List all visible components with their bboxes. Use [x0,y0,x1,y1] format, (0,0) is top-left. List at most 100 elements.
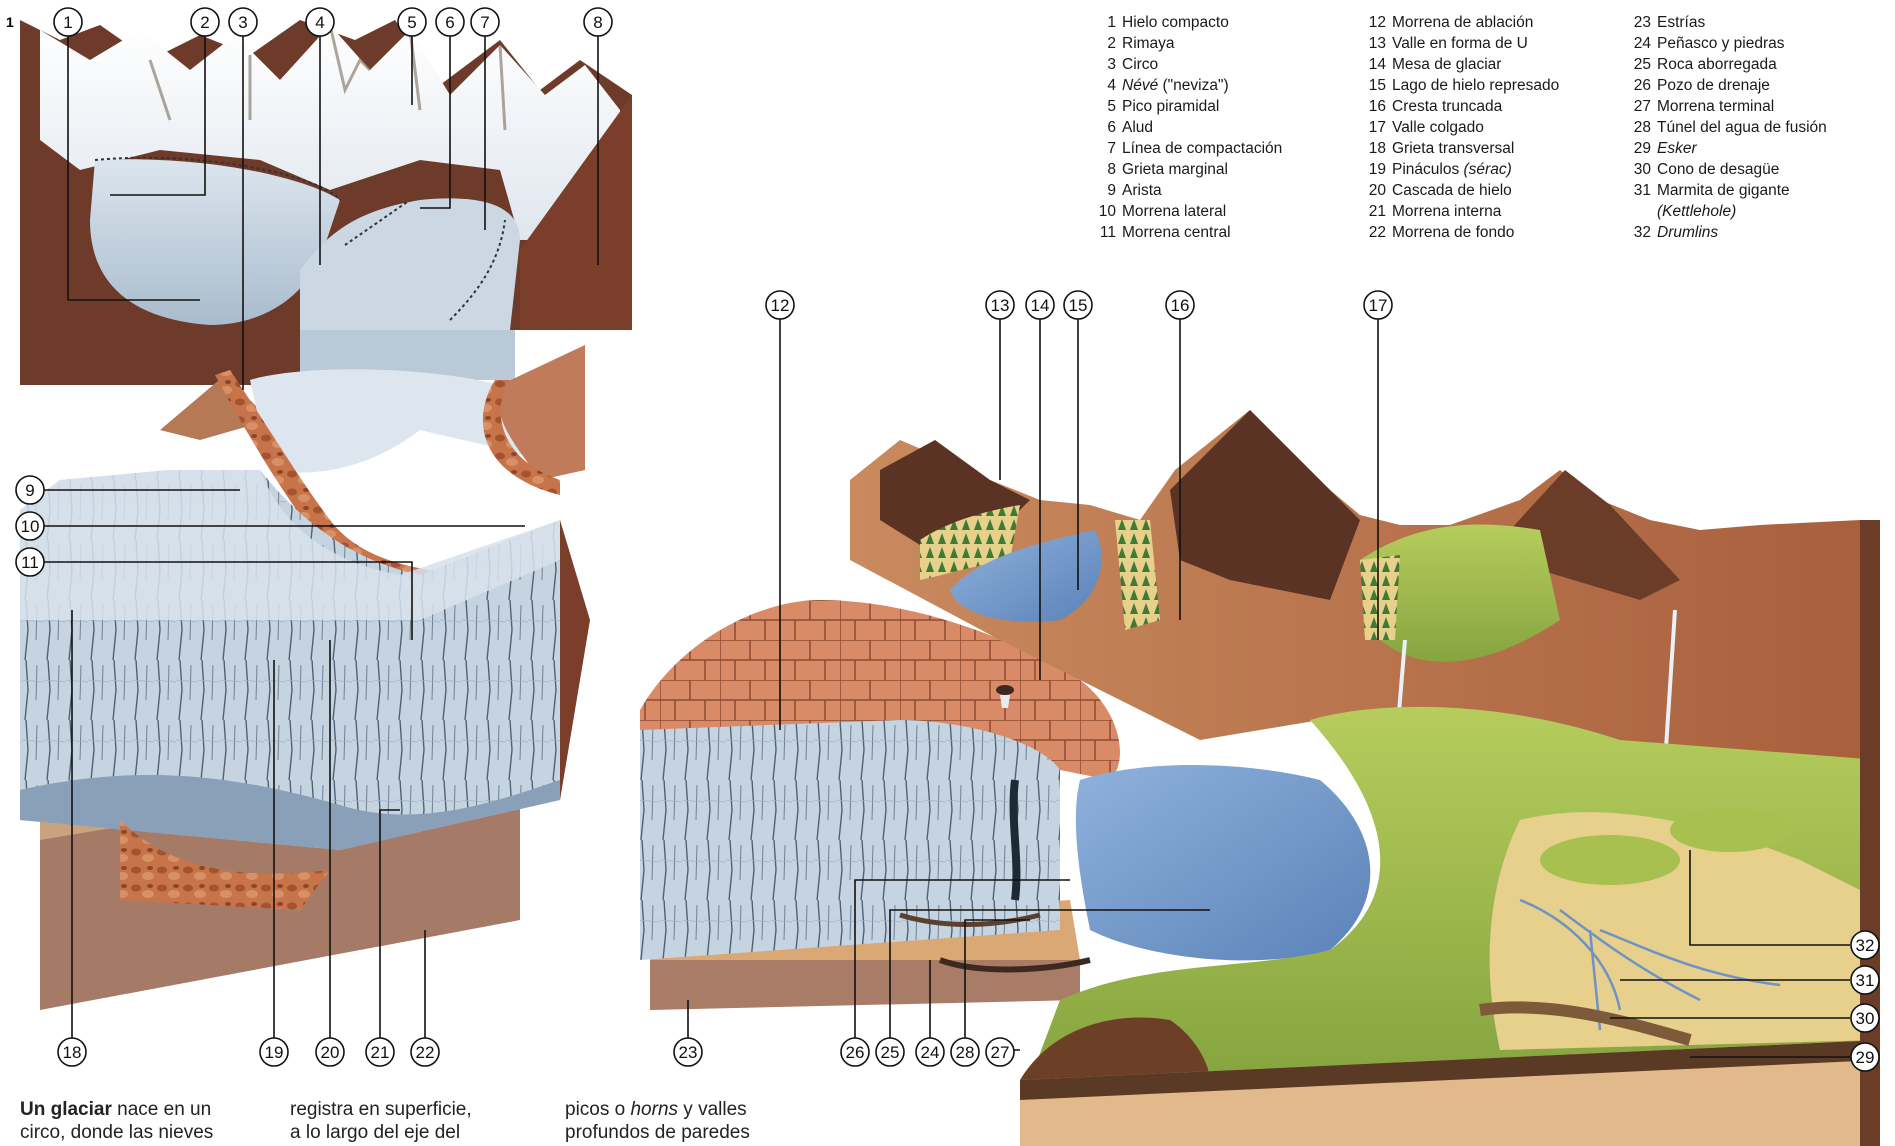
legend-item: 3Circo [1090,54,1282,75]
legend-item: 19 Pináculos (sérac) [1360,159,1559,180]
body-text-col-2: registra en superficie, a lo largo del e… [290,1098,472,1144]
callout-30: 30 [1851,1004,1879,1032]
callout-28: 28 [951,1038,979,1066]
legend-number: 11 [1090,222,1116,243]
callout-label: 1 [63,13,72,32]
legend-number: 18 [1360,138,1386,159]
callout-label: 20 [321,1043,340,1062]
legend-item: 26 Pozo de drenaje [1625,75,1827,96]
legend-number: 27 [1625,96,1651,117]
legend-label: Morrena lateral [1122,203,1226,220]
legend-number: 13 [1360,33,1386,54]
legend-item: (Kettlehole) [1625,201,1827,222]
callout-32: 32 [1851,931,1879,959]
legend-label: Túnel del agua de fusión [1657,119,1827,136]
callout-1: 1 [54,8,82,36]
legend-number: 25 [1625,54,1651,75]
legend-label: Mesa de glaciar [1392,56,1501,73]
callout-17: 17 [1364,291,1392,319]
callout-label: 25 [881,1043,900,1062]
callout-3: 3 [229,8,257,36]
legend-number: 22 [1360,222,1386,243]
glacier-table-stone [996,685,1014,695]
callout-label: 8 [593,13,602,32]
legend-item: 4Névé ("neviza") [1090,75,1282,96]
callout-6: 6 [436,8,464,36]
legend-item: 14Mesa de glaciar [1360,54,1559,75]
callout-18: 18 [58,1038,86,1066]
callout-20: 20 [316,1038,344,1066]
legend-label: Esker [1657,140,1697,157]
legend-number: 19 [1360,159,1386,180]
callout-11: 11 [16,548,44,576]
callout-label: 14 [1031,296,1050,315]
legend-item: 31Marmita de gigante [1625,180,1827,201]
legend-label: Arista [1122,182,1162,199]
legend-label: Morrena interna [1392,203,1501,220]
legend-label: Pico piramidal [1122,98,1219,115]
callout-label: 24 [921,1043,940,1062]
callout-label: 26 [846,1043,865,1062]
legend-number: 21 [1360,201,1386,222]
legend-number: 26 [1625,75,1651,96]
callout-label: 23 [679,1043,698,1062]
legend-item: 2Rimaya [1090,33,1282,54]
legend-number: 2 [1090,33,1116,54]
callout-26: 26 [841,1038,869,1066]
callout-label: 21 [371,1043,390,1062]
callout-label: 12 [771,296,790,315]
legend-number: 6 [1090,117,1116,138]
legend-label: Roca aborregada [1657,56,1777,73]
callout-label: 13 [991,296,1010,315]
legend-label: Peñasco y piedras [1657,35,1785,52]
legend-label: Cono de desagüe [1657,161,1779,178]
legend-number: 32 [1625,222,1651,243]
legend-label: Valle colgado [1392,119,1484,136]
legend-number: 15 [1360,75,1386,96]
callout-label: 17 [1369,296,1388,315]
legend-label: Pináculos (sérac) [1392,161,1512,178]
callout-label: 29 [1856,1048,1875,1067]
body-text-col-1: Un glaciar nace en un circo, donde las n… [20,1098,213,1144]
legend-label: (Kettlehole) [1657,203,1736,220]
callout-label: 10 [21,517,40,536]
callout-label: 32 [1856,936,1875,955]
legend-number: 24 [1625,33,1651,54]
callout-label: 5 [407,13,416,32]
legend-label: Morrena de fondo [1392,224,1514,241]
callout-29: 29 [1851,1043,1879,1071]
legend-label: Cascada de hielo [1392,182,1512,199]
callout-21: 21 [366,1038,394,1066]
legend-label: Circo [1122,56,1158,73]
legend-item: 21 Morrena interna [1360,201,1559,222]
callout-label: 28 [956,1043,975,1062]
callout-8: 8 [584,8,612,36]
legend-item: 8Grieta marginal [1090,159,1282,180]
legend-item: 29Esker [1625,138,1827,159]
legend-label: Línea de compactación [1122,140,1282,157]
legend-label: Hielo compacto [1122,14,1229,31]
callout-23: 23 [674,1038,702,1066]
callout-label: 27 [991,1043,1010,1062]
callout-label: 4 [315,13,324,32]
legend-label: Pozo de drenaje [1657,77,1770,94]
callout-27: 27 [986,1038,1014,1066]
legend-item: 9 Arista [1090,180,1282,201]
legend-label: Lago de hielo represado [1392,77,1559,94]
legend-number: 17 [1360,117,1386,138]
legend-number: 1 [1090,12,1116,33]
legend-number: 31 [1625,180,1651,201]
legend-number: 9 [1090,180,1116,201]
callout-15: 15 [1064,291,1092,319]
cirque-block [20,20,632,385]
legend-number: 23 [1625,12,1651,33]
